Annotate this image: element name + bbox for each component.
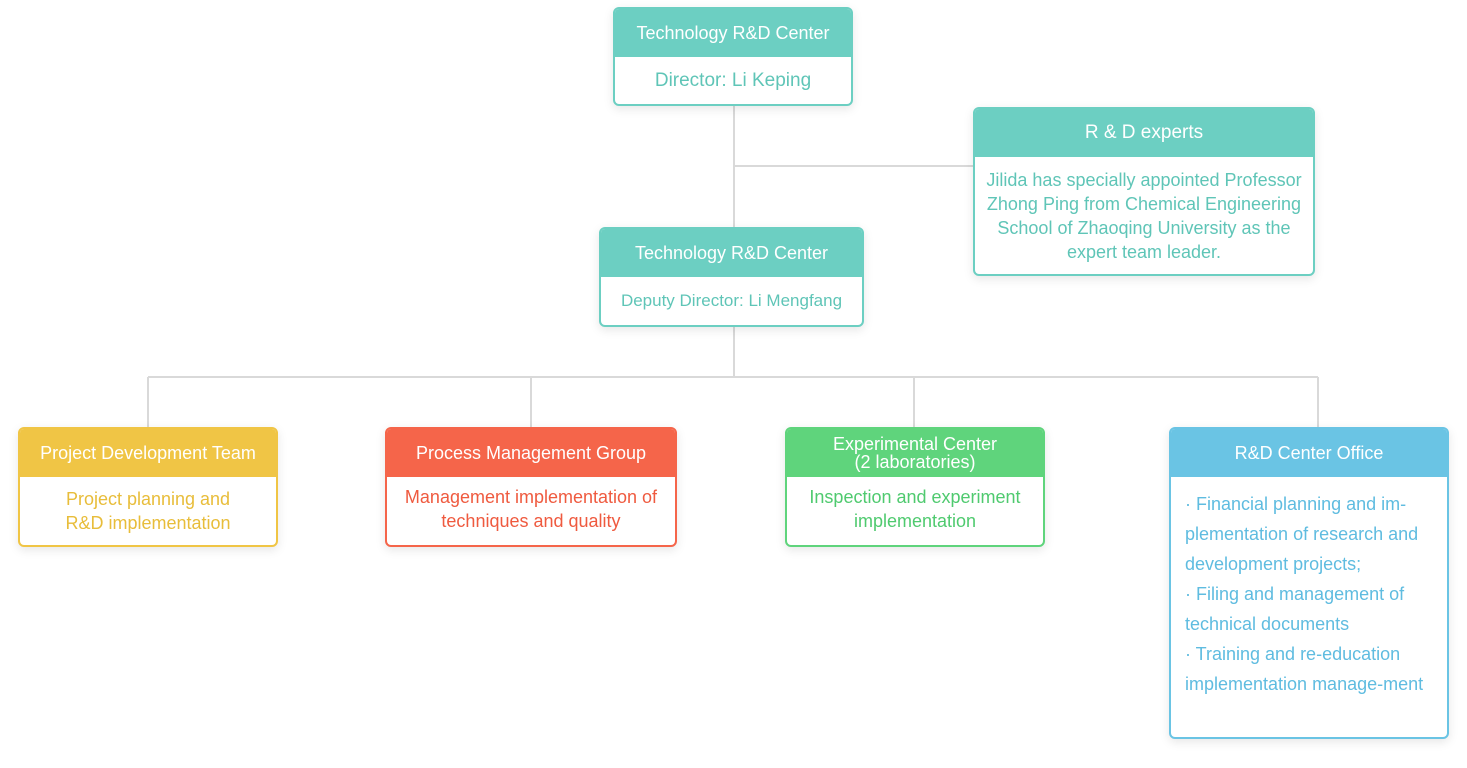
deputy-title: Technology R&D Center	[601, 229, 862, 277]
deputy-box: Technology R&D Center Deputy Director: L…	[599, 227, 864, 327]
director-name: Director: Li Keping	[654, 69, 812, 91]
process-group-title: Process Management Group	[387, 429, 675, 477]
experimental-center-title: Experimental Center (2 laboratories)	[787, 429, 1043, 477]
office-duties: · Financial planning and im-plementation…	[1171, 477, 1447, 699]
experimental-center-box: Experimental Center (2 laboratories) Ins…	[785, 427, 1045, 547]
office-box: R&D Center Office · Financial planning a…	[1169, 427, 1449, 739]
experimental-center-title-line2: (2 laboratories)	[854, 452, 976, 472]
experts-description: Jilida has specially appointed Professor…	[986, 169, 1302, 262]
experimental-center-title-line1: Experimental Center	[832, 434, 998, 454]
office-title: R&D Center Office	[1171, 429, 1447, 477]
director-box: Technology R&D Center Director: Li Kepin…	[613, 7, 853, 106]
office-duty-item: · Filing and management of technical doc…	[1185, 584, 1405, 634]
office-duty-item: · Training and re-education implementati…	[1185, 644, 1424, 694]
project-team-description: Project planning and R&D implementation	[65, 489, 231, 533]
experts-title: R & D experts	[975, 109, 1313, 157]
experts-box: R & D experts Jilida has specially appoi…	[973, 107, 1315, 276]
experimental-center-description: Inspection and experiment implementation	[809, 487, 1021, 531]
process-group-box: Process Management Group Management impl…	[385, 427, 677, 547]
office-duty-item: · Financial planning and im-plementation…	[1185, 494, 1419, 574]
director-title: Technology R&D Center	[615, 9, 851, 57]
process-group-description: Management implementation of techniques …	[404, 487, 658, 531]
deputy-name: Deputy Director: Li Mengfang	[620, 291, 843, 310]
project-team-box: Project Development Team Project plannin…	[18, 427, 278, 547]
project-team-title: Project Development Team	[20, 429, 276, 477]
